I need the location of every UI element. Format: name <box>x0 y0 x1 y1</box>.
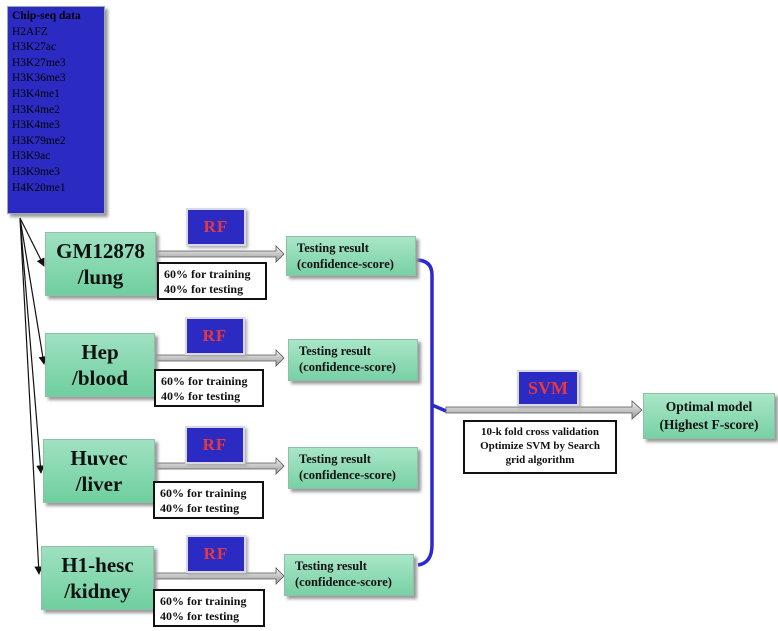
block-arrow-1 <box>156 245 285 263</box>
histone-mark: H3K4me3 <box>12 119 60 132</box>
cell-line-name: Hep <box>81 340 119 364</box>
cell-line-name: H1-hesc <box>61 553 134 577</box>
histone-mark: H2AFZ <box>12 25 48 38</box>
histone-mark: H3K4me1 <box>12 87 60 100</box>
result-title: Testing result <box>295 559 367 573</box>
chip-seq-title: Chip-seq data <box>12 10 81 22</box>
histone-mark: H4K20me1 <box>12 181 66 194</box>
block-arrow-4 <box>152 567 285 585</box>
rf-classifier-badge: RF <box>185 317 245 355</box>
rf-classifier-badge: RF <box>185 426 245 464</box>
histone-mark: H3K79me2 <box>12 134 66 147</box>
cell-line-tissue: /lung <box>77 265 124 289</box>
histone-mark: H3K36me3 <box>12 72 66 85</box>
histone-mark: H3K4me2 <box>12 103 60 116</box>
result-subtitle: (confidence-score) <box>299 360 396 374</box>
optimal-model-box: Optimal model (Highest F-score) <box>643 393 775 439</box>
testing-result-box: Testing result (confidence-score) <box>288 339 418 381</box>
testing-split: 40% for testing <box>164 282 244 296</box>
svm-step-grid-search: grid algorithm <box>505 454 575 466</box>
cell-line-box-gm12878: GM12878 /lung <box>45 232 156 296</box>
testing-result-box: Testing result (confidence-score) <box>284 554 414 596</box>
cell-line-box-huvec: Huvec /liver <box>43 439 155 503</box>
result-bracket <box>415 258 434 567</box>
result-title: Testing result <box>299 344 371 358</box>
train-test-split-box: 60% for training 40% for testing <box>153 481 264 519</box>
fan-arrow-1 <box>19 217 45 267</box>
cell-line-name: GM12878 <box>56 239 145 263</box>
testing-split: 40% for testing <box>161 389 241 403</box>
cell-line-tissue: /liver <box>75 472 123 496</box>
train-test-split-box: 60% for training 40% for testing <box>154 369 264 407</box>
block-arrow-2 <box>153 349 285 367</box>
training-split: 60% for training <box>164 267 251 281</box>
rf-classifier-badge: RF <box>186 208 246 246</box>
svm-step-cross-validation: 10-k fold cross validation <box>480 426 600 438</box>
block-arrow-3 <box>152 457 285 475</box>
optimal-model-title: Optimal model <box>665 399 753 414</box>
result-title: Testing result <box>299 452 371 466</box>
histone-mark: H3K9ac <box>12 150 51 163</box>
testing-split: 40% for testing <box>160 609 240 623</box>
testing-split: 40% for testing <box>160 501 240 515</box>
result-subtitle: (confidence-score) <box>295 575 392 589</box>
svm-optimization-box: 10-k fold cross validation Optimize SVM … <box>463 420 617 474</box>
histone-mark: H3K27me3 <box>12 56 66 69</box>
fan-arrow-2 <box>19 217 47 365</box>
chip-seq-data-box: Chip-seq data H2AFZ H3K27ac H3K27me3 H3K… <box>7 6 105 214</box>
result-subtitle: (confidence-score) <box>297 257 394 271</box>
train-test-split-box: 60% for training 40% for testing <box>153 589 265 627</box>
cell-line-tissue: /blood <box>71 366 129 390</box>
rf-classifier-badge: RF <box>186 535 246 573</box>
result-bracket-join <box>431 403 447 413</box>
testing-result-box: Testing result (confidence-score) <box>288 447 418 489</box>
testing-result-box: Testing result (confidence-score) <box>286 236 416 276</box>
training-split: 60% for training <box>160 486 247 500</box>
block-arrow-svm <box>445 400 643 420</box>
optimal-model-subtitle: (Highest F-score) <box>659 417 759 432</box>
histone-mark: H3K9me3 <box>12 165 60 178</box>
train-test-split-box: 60% for training 40% for testing <box>157 262 267 300</box>
result-subtitle: (confidence-score) <box>299 468 396 482</box>
result-title: Testing result <box>297 241 369 255</box>
cell-line-name: Huvec <box>70 446 128 470</box>
fan-arrow-4 <box>19 217 43 575</box>
cell-line-box-h1-hesc: H1-hesc /kidney <box>41 546 154 610</box>
training-split: 60% for training <box>160 594 247 608</box>
fan-arrow-3 <box>19 217 45 474</box>
training-split: 60% for training <box>161 374 248 388</box>
histone-mark: H3K27ac <box>12 41 57 54</box>
svm-step-optimize: Optimize SVM by Search <box>480 440 600 452</box>
svm-classifier-badge: SVM <box>517 370 579 406</box>
cell-line-tissue: /kidney <box>64 579 131 603</box>
cell-line-box-hep: Hep /blood <box>45 333 155 397</box>
